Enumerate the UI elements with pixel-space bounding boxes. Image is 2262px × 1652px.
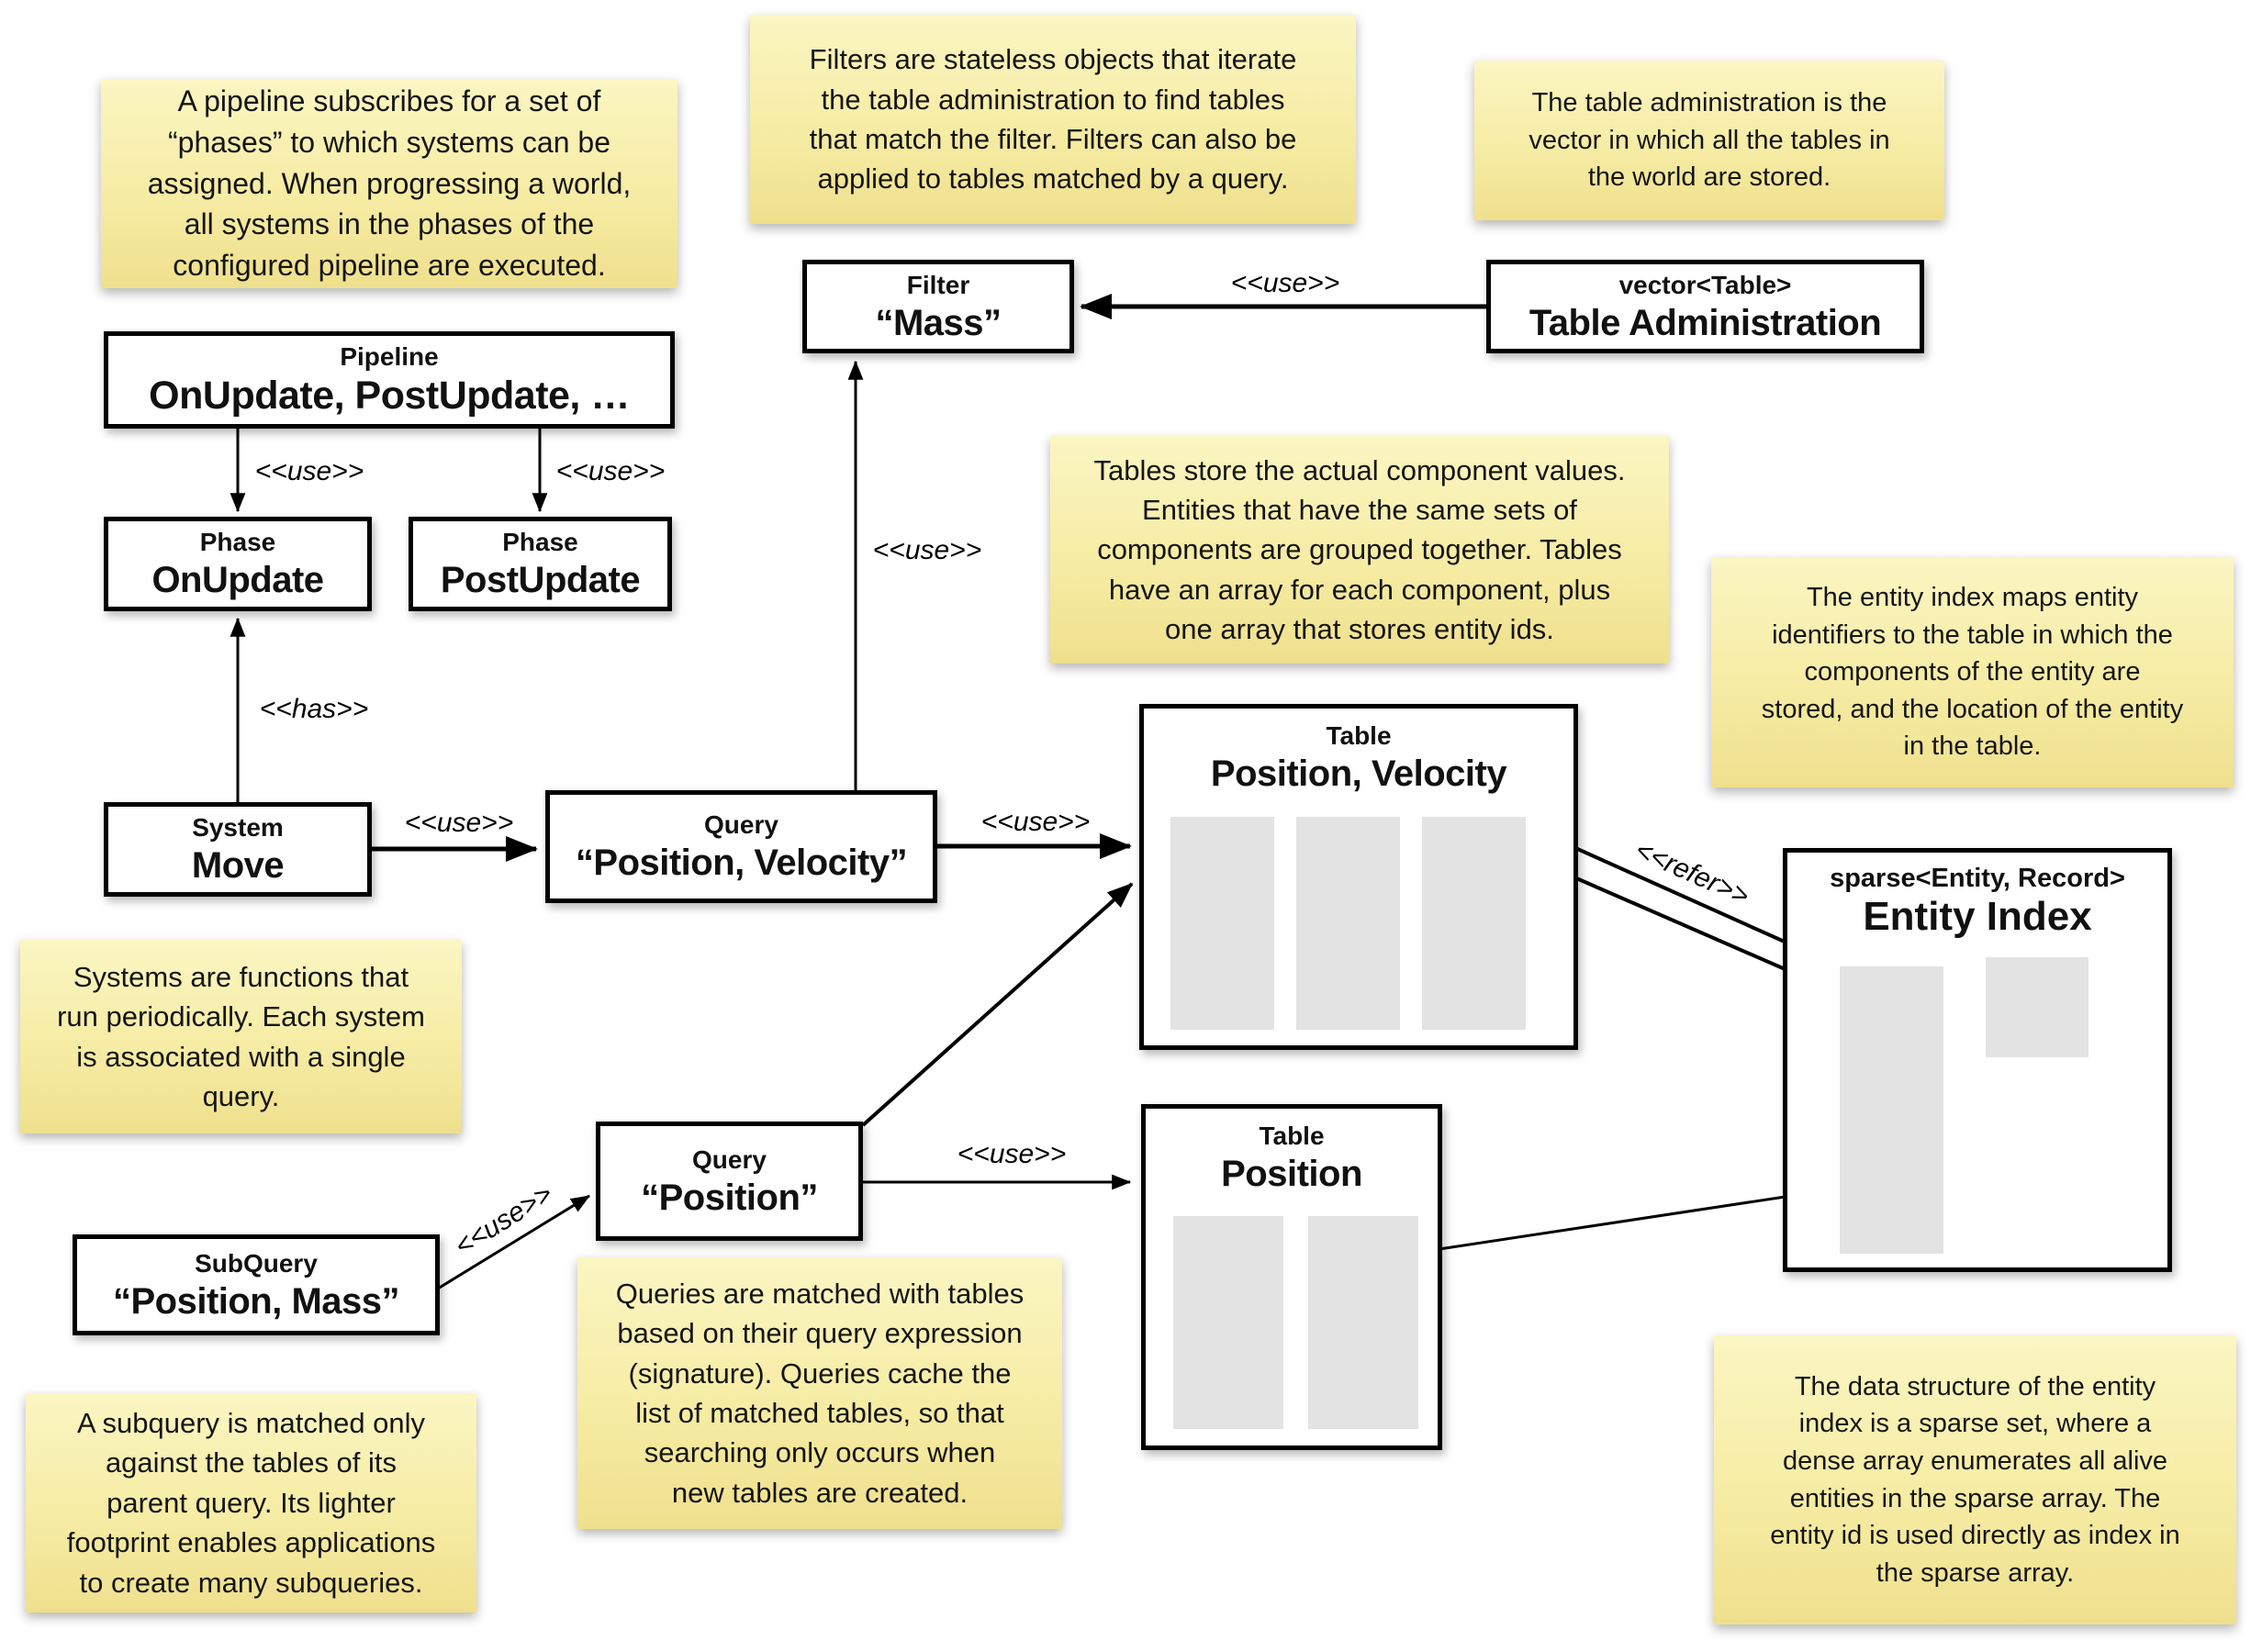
label-use-querypv-tablepv: <<use>> [980, 807, 1091, 837]
box-table-administration: vector<Table> Table Administration [1486, 260, 1924, 353]
box-query-pv-name: “Position, Velocity” [575, 843, 908, 883]
box-system-move: System Move [104, 802, 372, 897]
box-query-p-stereotype: Query [692, 1144, 767, 1174]
label-use-query-filter: <<use>> [872, 535, 982, 565]
box-phase-postupdate-name: PostUpdate [440, 560, 641, 600]
box-phase-postupdate-stereotype: Phase [502, 528, 578, 556]
box-phase-onupdate: Phase OnUpdate [104, 517, 372, 611]
note-pipeline: A pipeline subscribes for a set of “phas… [101, 79, 677, 288]
component-array [1296, 817, 1400, 1030]
note-tables: Tables store the actual component values… [1050, 436, 1669, 664]
box-table-position: Table Position [1141, 1104, 1442, 1450]
label-use-tableadmin-filter: <<use>> [1230, 268, 1340, 298]
box-table-p-stereotype: Table [1259, 1122, 1325, 1150]
box-query-p-name: “Position” [641, 1177, 818, 1218]
label-use-pipeline-onupdate: <<use>> [254, 456, 364, 486]
box-filter-mass: Filter “Mass” [802, 260, 1074, 353]
sparse-array [1840, 966, 1943, 1254]
note-filters: Filters are stateless objects that itera… [750, 15, 1356, 224]
box-table-pv-stereotype: Table [1326, 721, 1392, 750]
box-pipeline-name: OnUpdate, PostUpdate, … [149, 373, 630, 418]
box-phase-onupdate-name: OnUpdate [151, 560, 324, 600]
box-system-move-stereotype: System [192, 813, 284, 842]
box-table-p-name: Position [1221, 1154, 1362, 1194]
note-systems: Systems are functions that run periodica… [20, 940, 462, 1133]
label-use-queryp-tablep: <<use>> [957, 1139, 1067, 1169]
box-pipeline: Pipeline OnUpdate, PostUpdate, … [104, 331, 675, 429]
box-filter-name: “Mass” [875, 302, 1002, 343]
edge-entityindex-to-tablep [1419, 1187, 1841, 1257]
box-system-move-name: Move [191, 845, 285, 886]
box-subquery: SubQuery “Position, Mass” [73, 1234, 440, 1335]
note-subquery: A subquery is matched only against the t… [26, 1393, 476, 1613]
label-use-system-query: <<use>> [404, 808, 514, 838]
note-entity-index: The entity index maps entity identifiers… [1711, 557, 2234, 787]
label-use-pipeline-postupdate: <<use>> [555, 456, 666, 486]
label-use-subquery-queryp: <<use>> [449, 1178, 558, 1262]
box-pipeline-stereotype: Pipeline [340, 341, 439, 371]
edge-queryp-use-tablepv [861, 882, 1134, 1127]
note-sparse-set: The data structure of the entity index i… [1714, 1335, 2236, 1624]
box-query-position-velocity: Query “Position, Velocity” [545, 790, 937, 903]
component-array [1173, 1216, 1283, 1429]
box-phase-onupdate-stereotype: Phase [199, 528, 276, 556]
label-refer-entityindex-tablepv: <<refer>> [1630, 834, 1754, 912]
dense-array [1986, 957, 2088, 1057]
box-entity-index-stereotype: sparse<Entity, Record> [1830, 864, 2125, 893]
component-array [1422, 817, 1526, 1030]
component-array [1170, 817, 1274, 1030]
box-entity-index: sparse<Entity, Record> Entity Index [1783, 848, 2172, 1272]
box-table-admin-name: Table Administration [1529, 302, 1882, 343]
box-table-position-velocity: Table Position, Velocity [1139, 704, 1578, 1050]
box-query-position: Query “Position” [596, 1122, 863, 1241]
note-queries: Queries are matched with tables based on… [577, 1257, 1062, 1529]
component-array [1308, 1216, 1418, 1429]
box-subquery-stereotype: SubQuery [195, 1248, 318, 1278]
label-has-system-phase: <<has>> [259, 694, 369, 724]
note-table-administration: The table administration is the vector i… [1474, 61, 1944, 220]
box-query-pv-stereotype: Query [704, 810, 778, 839]
box-filter-stereotype: Filter [906, 270, 970, 299]
box-subquery-name: “Position, Mass” [112, 1280, 400, 1322]
box-phase-postupdate: Phase PostUpdate [409, 517, 672, 611]
box-table-admin-stereotype: vector<Table> [1618, 270, 1792, 299]
box-table-pv-name: Position, Velocity [1210, 753, 1507, 794]
box-entity-index-name: Entity Index [1863, 894, 2092, 939]
